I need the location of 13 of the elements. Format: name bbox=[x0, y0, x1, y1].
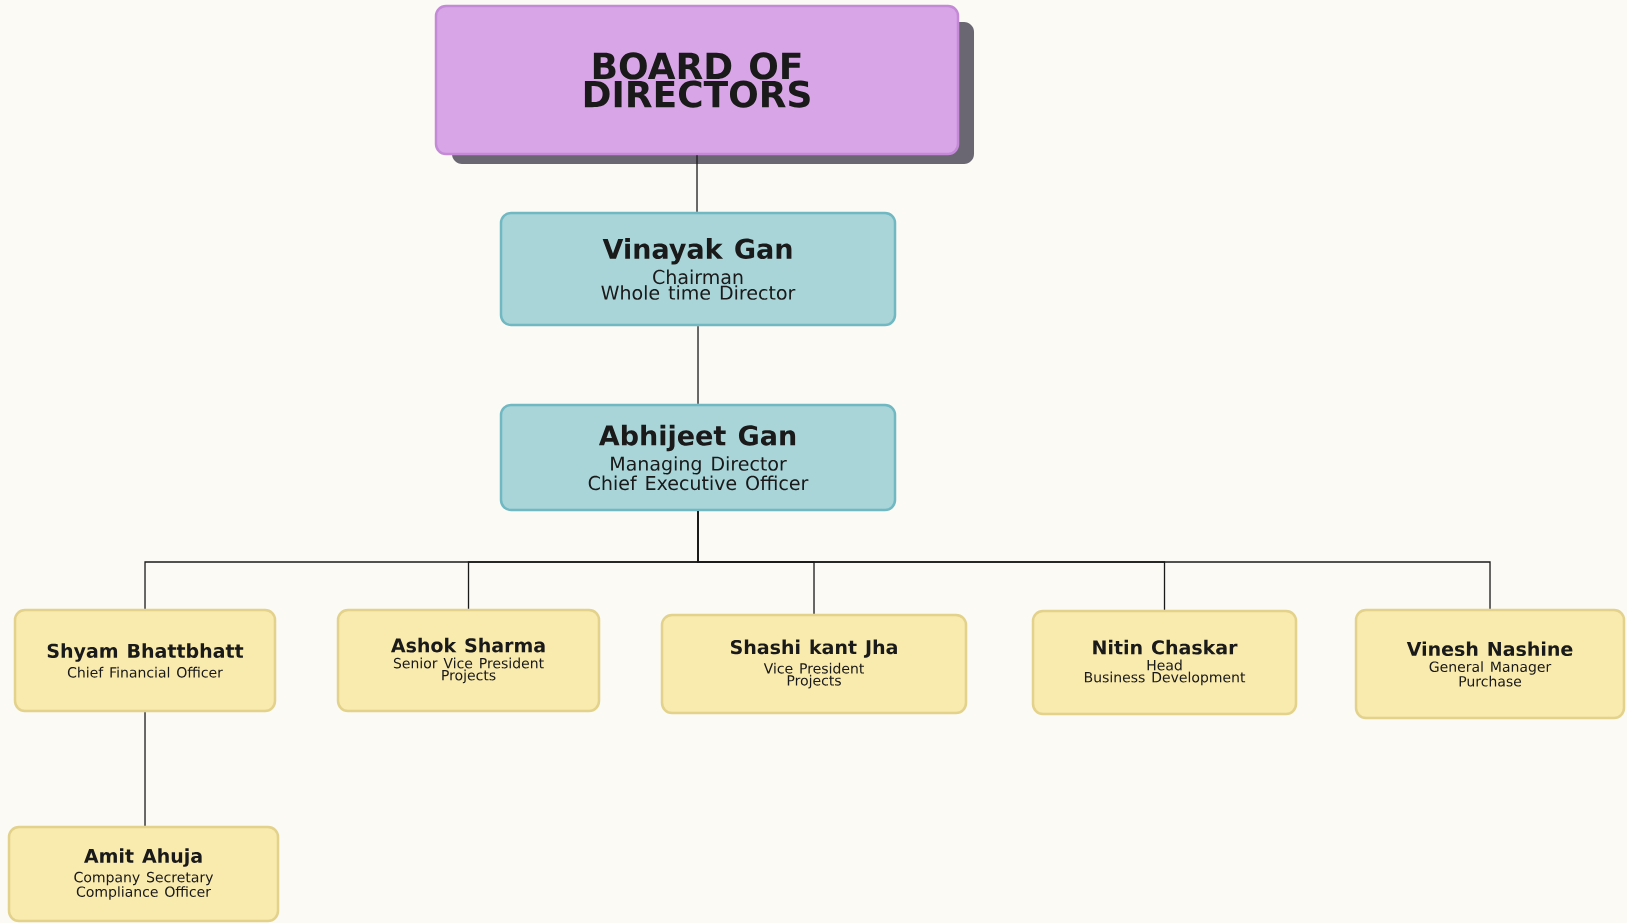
person-box: Shashi kant Jha Vice President Projects bbox=[660, 613, 968, 715]
person-box: Nitin Chaskar Head Business Development bbox=[1031, 609, 1298, 716]
person-box: Shyam Bhattbhatt Chief Financial Officer bbox=[13, 608, 277, 713]
connector-line bbox=[696, 154, 698, 213]
board-box: BOARD OF DIRECTORS bbox=[434, 4, 974, 164]
executive-box: Vinayak Gan Chairman Whole time Director bbox=[499, 211, 897, 327]
executive-box: Abhijeet Gan Managing Director Chief Executive Officer bbox=[499, 403, 897, 512]
person-box: Amit Ahuja Company Secretary Compliance Officer bbox=[7, 825, 280, 923]
connector-line bbox=[697, 510, 1491, 610]
person-box: Ashok Sharma Senior Vice President Projects bbox=[336, 608, 601, 713]
connector-line bbox=[144, 711, 146, 827]
person-box: Vinesh Nashine General Manager Purchase bbox=[1354, 608, 1626, 720]
connector-line bbox=[697, 325, 699, 405]
